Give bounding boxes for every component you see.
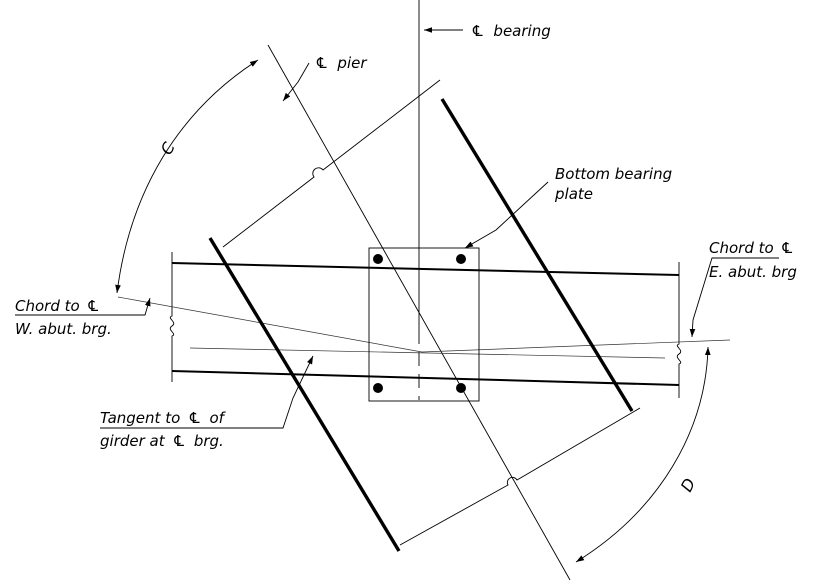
cl-symbol-chord-w: ℄ xyxy=(87,297,98,315)
chord-e-leader xyxy=(689,257,779,338)
lower-skew-line xyxy=(399,407,641,546)
anchor-bolt-tl xyxy=(373,254,383,264)
west-girder-end xyxy=(169,252,175,382)
angle-d-arc xyxy=(575,346,711,563)
cl-symbol-chord-e: ℄ xyxy=(781,239,792,257)
chord-w-label-line1: Chord to xyxy=(15,297,80,315)
chord-west xyxy=(117,296,423,353)
tangent-label-line1: Tangent to xyxy=(100,409,180,427)
anchor-bolt-bl xyxy=(373,383,383,393)
pier-centerline xyxy=(267,44,571,581)
east-girder-end xyxy=(676,262,682,398)
plate-leader xyxy=(464,181,549,249)
chord-w-leader xyxy=(15,297,151,316)
svg-text:girder at ℄ brg.: girder at ℄ brg. xyxy=(100,432,224,450)
cl-symbol-bearing: ℄ xyxy=(472,22,483,40)
east-heavy-line xyxy=(440,98,634,412)
west-heavy-line xyxy=(208,237,401,552)
svg-text:Chord to ℄: Chord to ℄ xyxy=(709,239,792,257)
angle-c-arc xyxy=(115,59,259,294)
tangent-leader xyxy=(100,355,314,429)
angle-d-label: D xyxy=(677,475,700,495)
svg-text:Tangent to ℄ of: Tangent to ℄ of xyxy=(100,409,227,427)
anchor-bolt-tr xyxy=(456,254,466,264)
tangent-label-line2: girder at xyxy=(100,432,166,450)
chord-w-label-line2: W. abut. brg. xyxy=(15,320,112,338)
svg-text:℄ bearing: ℄ bearing xyxy=(472,22,551,40)
angle-c-label: C xyxy=(157,138,179,158)
cl-symbol-tangent: ℄ xyxy=(189,409,200,427)
svg-text:Chord to ℄: Chord to ℄ xyxy=(15,297,98,315)
bottom-bearing-plate xyxy=(368,247,480,402)
pier-label: pier xyxy=(336,54,367,72)
chord-e-label-line1: Chord to xyxy=(709,239,774,257)
girder-bottom-flange xyxy=(171,370,680,386)
anchor-bolt-br xyxy=(456,383,466,393)
pier-leader xyxy=(282,62,310,102)
bottom-plate-label-line1: Bottom bearing xyxy=(555,165,672,183)
upper-skew-line xyxy=(222,79,441,248)
chord-east xyxy=(421,339,731,353)
girder-top-flange xyxy=(171,262,680,276)
cl-symbol-tangent-2: ℄ xyxy=(173,432,184,450)
svg-text:℄ pier: ℄ pier xyxy=(316,54,367,72)
tangent-label-line1-end: of xyxy=(209,409,226,427)
bottom-plate-label-line2: plate xyxy=(554,185,593,203)
tangent-label-line2-end: brg. xyxy=(194,432,224,450)
chord-e-label-line2: E. abut. brg xyxy=(709,263,797,281)
cl-symbol-pier: ℄ xyxy=(316,54,327,72)
bearing-label: bearing xyxy=(493,22,550,40)
